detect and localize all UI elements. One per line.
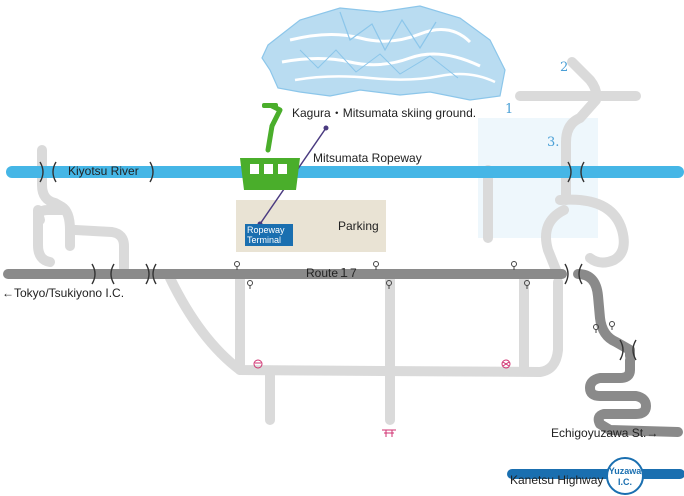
hotspring-icon xyxy=(253,359,263,369)
skiing-ground-label: Kagura・Mitsumata skiing ground. xyxy=(292,106,477,120)
number-3: 3. xyxy=(547,135,560,150)
number-1: 1 xyxy=(505,102,514,117)
bridge-icon xyxy=(39,161,637,361)
parking-label: Parking xyxy=(338,219,379,233)
ropeway-terminal-label: Ropeway Terminal xyxy=(245,224,293,246)
number-2: 2 xyxy=(560,60,569,75)
post-office-icon xyxy=(501,359,511,369)
river-label: Kiyotsu River xyxy=(68,164,139,178)
cable-point-top xyxy=(323,125,329,131)
ic-line-1: Yuzawa xyxy=(608,466,642,476)
local-roads xyxy=(33,57,641,425)
terminal-line-1: Ropeway xyxy=(247,225,285,235)
yuzawa-ic-badge: Yuzawa I.C. xyxy=(606,457,644,495)
mountain-icon xyxy=(261,5,506,101)
terminal-line-2: Terminal xyxy=(247,235,282,245)
gondola-icon xyxy=(240,103,300,190)
tokyo-label: ←Tokyo/Tsukiyono I.C. xyxy=(2,286,125,300)
shrine-icon xyxy=(382,429,396,437)
route-17 xyxy=(3,269,683,437)
ropeway-label: Mitsumata Ropeway xyxy=(313,151,422,165)
kanetsu-highway-label: Kanetsu Highway xyxy=(510,473,604,487)
route-17-label: Route１7 xyxy=(306,266,357,280)
echigoyuzawa-label: Echigoyuzawa St.→ xyxy=(551,426,659,440)
bus-stop-icon xyxy=(234,261,615,333)
ic-line-2: I.C. xyxy=(617,477,632,487)
